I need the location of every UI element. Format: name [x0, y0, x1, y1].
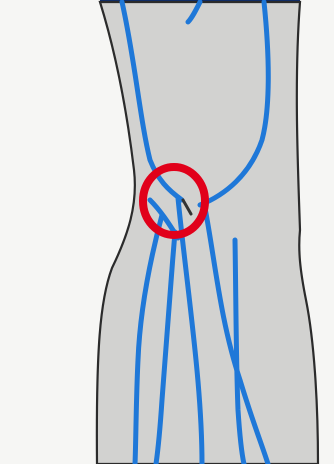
arm-vein-diagram [0, 0, 334, 464]
illustration-canvas [0, 0, 334, 464]
